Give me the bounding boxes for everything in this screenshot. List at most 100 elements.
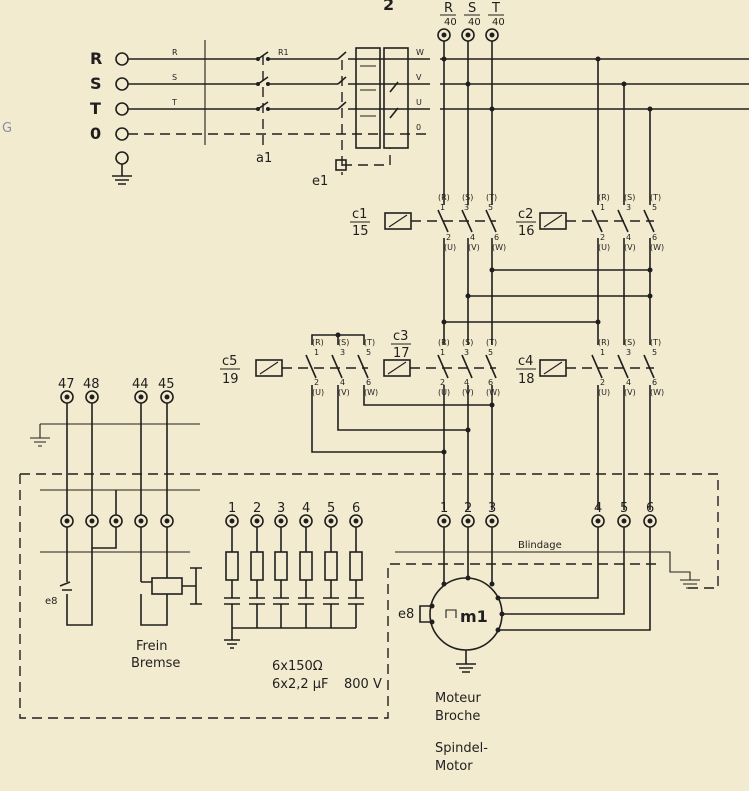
- diagram-label: 5: [652, 203, 657, 212]
- diagram-label: (W): [492, 243, 506, 252]
- cross-wiring: [311, 238, 653, 345]
- brake-label-frein: Frein: [136, 639, 167, 654]
- c5-output-wiring: [311, 385, 495, 455]
- diagram-label: (S): [338, 338, 349, 347]
- supply-terminal-t: [115, 102, 129, 116]
- diagram-label: (S): [462, 193, 473, 202]
- motor-caption-1: Moteur: [435, 691, 482, 706]
- right-supply-drops: [595, 56, 653, 205]
- brake-label-bremse: Bremse: [131, 656, 180, 671]
- spindle-motor-m1: m1 e8 Moteur Broche Spindel- Motor: [398, 527, 651, 774]
- motor-caption-3: Spindel-: [435, 741, 488, 756]
- diagram-label: (R): [438, 193, 450, 202]
- supply-terminal-0: [115, 127, 129, 141]
- output-label-w: W: [416, 48, 424, 57]
- diagram-label: 6: [352, 501, 360, 516]
- top-num-r: 40: [444, 17, 457, 28]
- diagram-label: 5: [488, 203, 493, 212]
- diagram-label: (U): [598, 243, 610, 252]
- top-num-s: 40: [468, 17, 481, 28]
- output-label-u: U: [416, 98, 422, 107]
- diagram-label: (R): [312, 338, 324, 347]
- c2-coil-number: 16: [518, 224, 535, 239]
- switch-label-a1: a1: [256, 151, 272, 166]
- diagram-label: 2: [253, 501, 261, 516]
- c4-label: c4: [518, 354, 533, 369]
- terminal-45: 45: [158, 377, 175, 392]
- diagram-label: 3: [626, 348, 631, 357]
- diagram-label: 4: [464, 378, 469, 387]
- contactor-c2: c2 16 (R)1 (S)3 (T)5 2(U) 4(V) 6(W): [516, 193, 664, 252]
- diagram-label: (V): [624, 243, 636, 252]
- phase-label-t: T: [90, 99, 101, 118]
- diagram-label: 4: [340, 378, 345, 387]
- diagram-label: (S): [624, 193, 635, 202]
- wire-label-t: T: [171, 98, 177, 107]
- brake-e8-label: e8: [45, 596, 58, 607]
- diagram-label: (W): [364, 388, 378, 397]
- diagram-label: (T): [486, 338, 497, 347]
- diagram-label: 4: [626, 233, 631, 242]
- phase-label-s: S: [90, 74, 102, 93]
- diagram-label: 4: [594, 501, 602, 516]
- motor-feed-lines: [443, 385, 651, 510]
- output-label-v: V: [416, 73, 422, 82]
- diagram-label: (W): [486, 388, 500, 397]
- diagram-label: 2: [600, 378, 605, 387]
- diagram-label: 3: [626, 203, 631, 212]
- margin-fragment: G: [2, 121, 12, 136]
- earth-symbol: [112, 164, 132, 185]
- terminal-48: 48: [83, 377, 100, 392]
- phase-label-r: R: [90, 49, 102, 68]
- diagram-label: (T): [486, 193, 497, 202]
- diagram-label: 6: [488, 378, 493, 387]
- diagram-label: 5: [652, 348, 657, 357]
- diagram-label: 2: [464, 501, 472, 516]
- wire-label-r: R: [172, 48, 178, 57]
- contactor-c3: c3 17 (R)1 (S)3 (T)5 2(U) 4(V) 6(W): [383, 329, 500, 397]
- c5-label: c5: [222, 354, 237, 369]
- enclosure-outline: [19, 473, 719, 719]
- diagram-label: 4: [626, 378, 631, 387]
- diagram-label: 1: [440, 501, 448, 516]
- diagram-label: (W): [650, 388, 664, 397]
- contactor-c5: c5 19 (R)1 (S)3 (T)5 2(U) 4(V) 6(W): [220, 338, 378, 397]
- diagram-label: 5: [327, 501, 335, 516]
- brake-frein: Frein Bremse: [131, 527, 202, 671]
- contactor-c4: c4 18 (R)1 (S)3 (T)5 2(U) 4(V) 6(W): [516, 338, 664, 397]
- diagram-label: (V): [468, 243, 480, 252]
- diagram-label: 4: [302, 501, 310, 516]
- diagram-label: (R): [598, 338, 610, 347]
- diagram-label: (V): [624, 388, 636, 397]
- diagram-label: 1: [440, 203, 445, 212]
- main-switch-a1: a1: [256, 51, 272, 166]
- diagram-label: (U): [598, 388, 610, 397]
- diagram-label: 3: [277, 501, 285, 516]
- rc-network: 1 2 3 4 5 6 6x150Ω 6x2,2 µF 800 V: [224, 501, 382, 692]
- top-num-t: 40: [492, 17, 505, 28]
- label-r1: R1: [278, 48, 289, 57]
- supply-terminal-r: [115, 52, 129, 66]
- rc-spec-resistor: 6x150Ω: [272, 659, 323, 674]
- c3-label: c3: [393, 329, 408, 344]
- motor-caption-4: Motor: [435, 759, 473, 774]
- diagram-label: (T): [364, 338, 375, 347]
- motor-terminal-block: 1 2 3 4 5 6: [437, 501, 657, 528]
- motor-label-m1: m1: [460, 607, 488, 626]
- diagram-label: 1: [228, 501, 236, 516]
- shield-blindage: Blindage: [395, 540, 700, 589]
- diagram-label: 3: [464, 203, 469, 212]
- earth-terminal: [115, 151, 129, 165]
- c5-coil-number: 19: [222, 372, 239, 387]
- diagram-label: (S): [624, 338, 635, 347]
- diagram-label: 5: [366, 348, 371, 357]
- diagram-label: 2: [440, 378, 445, 387]
- diagram-label: (W): [650, 243, 664, 252]
- diagram-label: (U): [312, 388, 324, 397]
- diagram-label: 2: [600, 233, 605, 242]
- diagram-label: 1: [440, 348, 445, 357]
- diagram-label: 3: [488, 501, 496, 516]
- c3-coil-number: 17: [393, 346, 410, 361]
- motor-e8-label: e8: [398, 607, 414, 622]
